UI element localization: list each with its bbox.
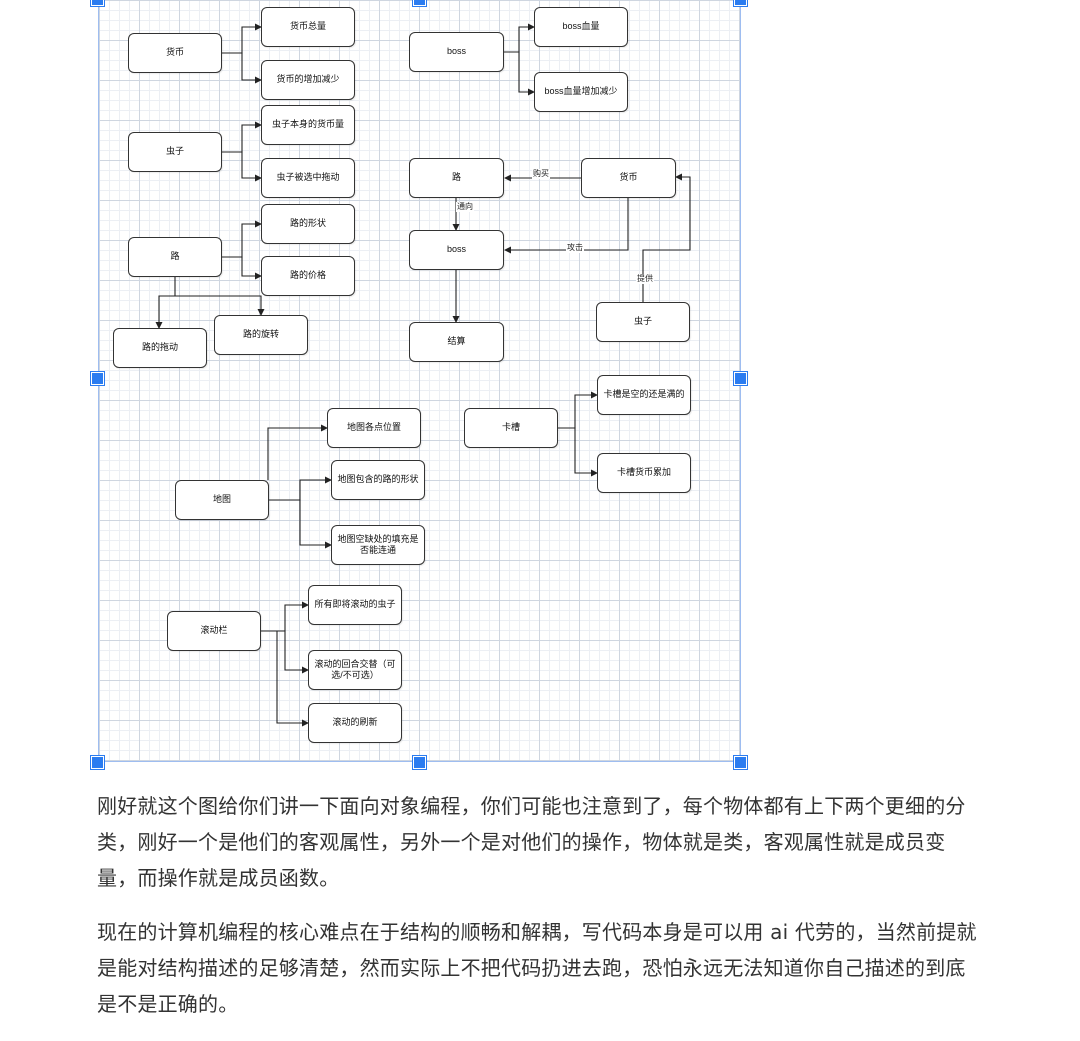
- edge-scroll-bugs: [261, 601, 309, 632]
- edge-map-road-shape: [269, 476, 332, 501]
- edge-label-leads-to: 通向: [456, 202, 474, 212]
- edge-currency-change: [222, 52, 262, 84]
- node-map-points[interactable]: 地图各点位置: [327, 408, 421, 448]
- node-flow-bug[interactable]: 虫子: [596, 302, 690, 342]
- edge-road-shape: [222, 220, 262, 258]
- node-currency[interactable]: 货币: [128, 33, 222, 73]
- node-road[interactable]: 路: [128, 237, 222, 277]
- node-road-shape[interactable]: 路的形状: [261, 204, 355, 244]
- edge-currency-total: [222, 23, 262, 54]
- diagram-connectors: [155, 23, 691, 727]
- node-scroll-bugs[interactable]: 所有即将滚动的虫子: [308, 585, 402, 625]
- node-boss[interactable]: boss: [409, 32, 504, 72]
- node-flow-boss[interactable]: boss: [409, 230, 504, 270]
- edge-scroll-turn: [261, 630, 309, 674]
- node-scroll-turn[interactable]: 滚动的回合交替（可选/不可选）: [308, 650, 402, 690]
- node-map-gap[interactable]: 地图空缺处的填充是否能连通: [331, 525, 425, 565]
- resize-handle-bottom-left[interactable]: [91, 756, 104, 769]
- article-paragraph-2: 现在的计算机编程的核心难点在于结构的顺畅和解耦，写代码本身是可以用 ai 代劳的…: [97, 920, 977, 1016]
- node-bug-currency[interactable]: 虫子本身的货币量: [261, 105, 355, 145]
- edge-road-price: [222, 256, 262, 280]
- node-flow-road[interactable]: 路: [409, 158, 504, 198]
- edge-provide: [642, 173, 691, 302]
- edge-slot-empty: [558, 391, 598, 429]
- node-scroll[interactable]: 滚动栏: [167, 611, 261, 651]
- edge-label-buy: 购买: [532, 169, 550, 179]
- resize-handle-middle-left[interactable]: [91, 372, 104, 385]
- node-currency-change[interactable]: 货币的增加减少: [261, 60, 355, 100]
- node-bug-drag[interactable]: 虫子被选中拖动: [261, 158, 355, 198]
- edge-bug-currency: [222, 121, 262, 153]
- node-flow-currency[interactable]: 货币: [581, 158, 676, 198]
- node-slot[interactable]: 卡槽: [464, 408, 558, 448]
- resize-handle-top-middle[interactable]: [413, 0, 426, 6]
- edge-boss-hp: [504, 23, 535, 53]
- edge-label-provide: 提供: [636, 274, 654, 284]
- resize-handle-bottom-middle[interactable]: [413, 756, 426, 769]
- resize-handle-bottom-right[interactable]: [734, 756, 747, 769]
- edge-scroll-refresh: [276, 631, 309, 727]
- node-map[interactable]: 地图: [175, 480, 269, 520]
- node-currency-total[interactable]: 货币总量: [261, 7, 355, 47]
- edge-slot-currency: [558, 427, 598, 477]
- edge-map-points: [267, 424, 328, 480]
- node-road-drag[interactable]: 路的拖动: [113, 328, 207, 368]
- edge-road-rotate: [175, 295, 265, 316]
- edge-road-drag: [155, 276, 176, 329]
- node-map-road-shape[interactable]: 地图包含的路的形状: [331, 460, 425, 500]
- resize-handle-middle-right[interactable]: [734, 372, 747, 385]
- resize-handle-top-right[interactable]: [734, 0, 747, 6]
- edge-boss-hp-change: [504, 51, 535, 96]
- node-boss-hp[interactable]: boss血量: [534, 7, 628, 47]
- edge-attack: [504, 198, 629, 254]
- node-flow-settle[interactable]: 结算: [409, 322, 504, 362]
- edge-map-gap: [269, 499, 332, 549]
- node-slot-currency[interactable]: 卡槽货币累加: [597, 453, 691, 493]
- node-boss-hp-change[interactable]: boss血量增加减少: [534, 72, 628, 112]
- article-paragraph-1: 刚好就这个图给你们讲一下面向对象编程，你们可能也注意到了，每个物体都有上下两个更…: [97, 794, 966, 890]
- node-slot-empty[interactable]: 卡槽是空的还是满的: [597, 375, 691, 415]
- node-road-price[interactable]: 路的价格: [261, 256, 355, 296]
- node-bug[interactable]: 虫子: [128, 132, 222, 172]
- node-scroll-refresh[interactable]: 滚动的刷新: [308, 703, 402, 743]
- resize-handle-top-left[interactable]: [91, 0, 104, 6]
- node-road-rotate[interactable]: 路的旋转: [214, 315, 308, 355]
- edge-label-attack: 攻击: [566, 243, 584, 253]
- edge-bug-drag: [222, 151, 262, 182]
